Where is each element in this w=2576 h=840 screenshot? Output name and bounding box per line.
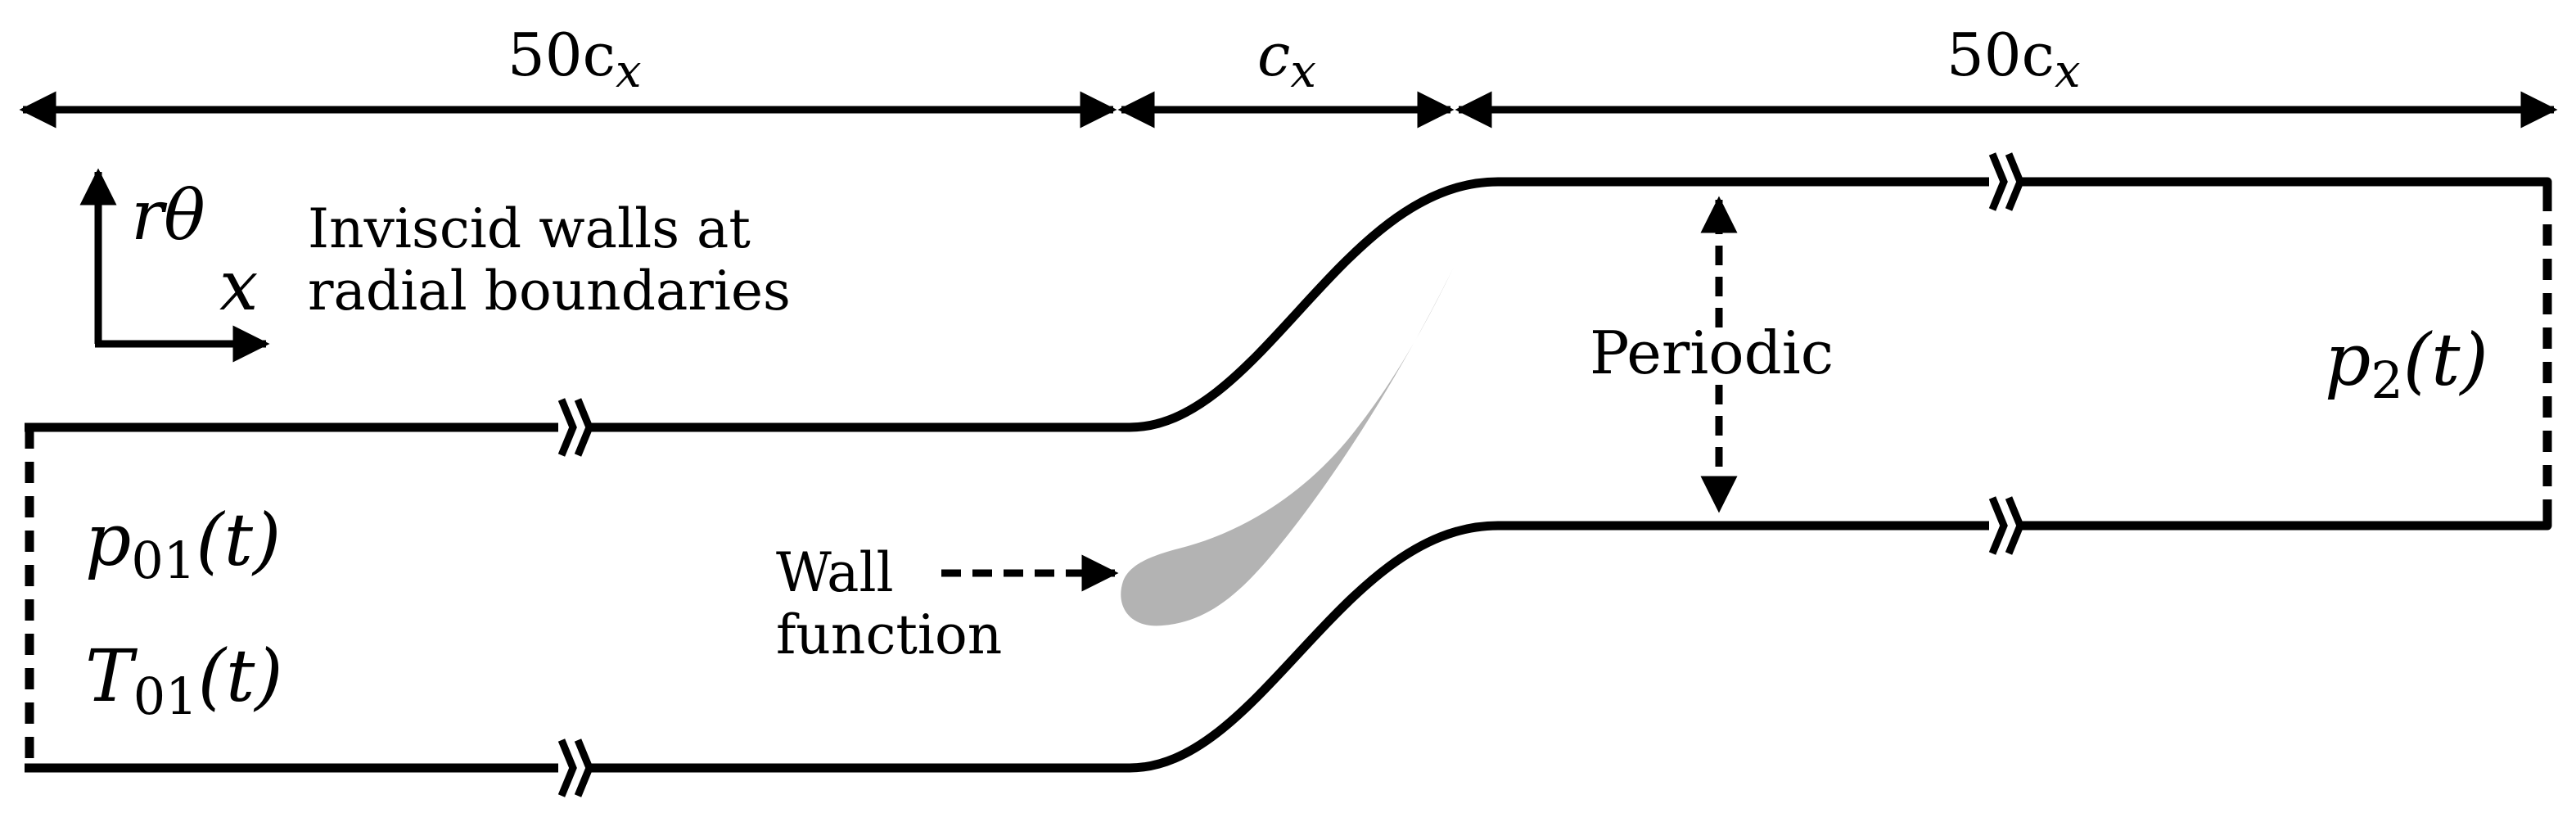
wall-function-line2: function xyxy=(776,603,1002,666)
domain-walls xyxy=(25,177,2552,773)
break-icon xyxy=(1988,152,2024,211)
break-mark-strokes xyxy=(557,152,2024,797)
inlet-total-temperature-label: T01(t) xyxy=(85,634,283,726)
inlet-total-pressure-label: p01(t) xyxy=(85,498,281,590)
wall-function-line1: Wall xyxy=(776,541,894,604)
break-icon xyxy=(557,398,593,457)
break-icon xyxy=(557,738,593,797)
periodic-label: Periodic xyxy=(1590,318,1834,387)
break-icon xyxy=(1988,496,2024,555)
open-boundaries xyxy=(25,190,2552,768)
break-marks xyxy=(558,157,2020,791)
upper-periodic-wall xyxy=(25,177,2552,432)
inviscid-walls-line2: radial boundaries xyxy=(308,260,791,323)
coordinate-axes xyxy=(79,168,270,363)
blade-profile xyxy=(1121,267,1454,626)
inlet-length-label: 50cx xyxy=(508,20,642,98)
outlet-pressure-label: p2(t) xyxy=(2325,318,2488,410)
outlet-length-label: 50cx xyxy=(1947,20,2081,98)
inviscid-walls-line1: Inviscid walls at xyxy=(308,197,751,260)
rtheta-axis-label: rθ xyxy=(131,175,205,255)
chord-length-label: cx xyxy=(1257,20,1316,98)
lower-periodic-wall xyxy=(25,509,2552,773)
x-axis-label: x xyxy=(219,246,258,326)
